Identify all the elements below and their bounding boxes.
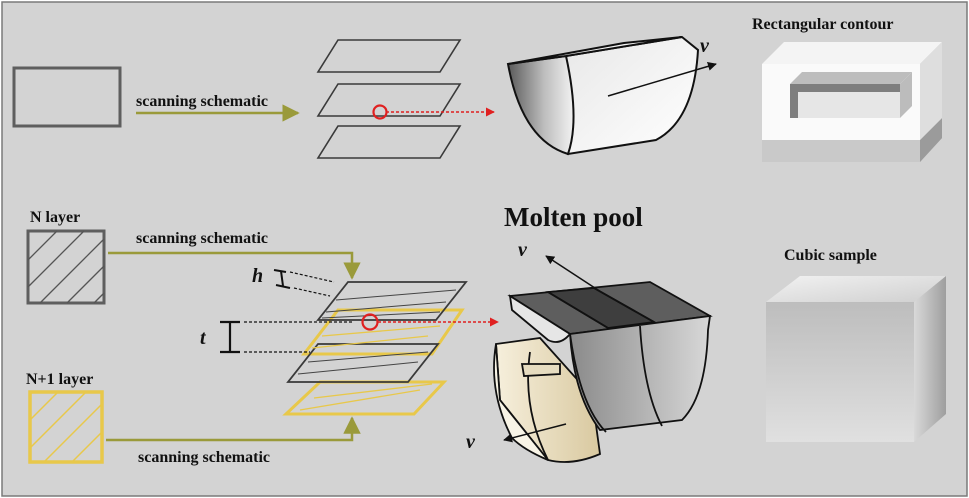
velocity-label-bottom: v (466, 431, 476, 453)
hatch-spacing-mark (273, 269, 335, 297)
cubic-sample-model (766, 276, 946, 442)
hatched-layer-stack (282, 281, 468, 416)
scan-arrow-mid (108, 251, 361, 280)
molten-pool-title: Molten pool (504, 202, 643, 232)
scan-label-bottom: scanning schematic (138, 449, 270, 466)
n1-layer-square (28, 390, 104, 464)
velocity-label-top: v (700, 35, 710, 57)
n-layer-square (26, 229, 106, 305)
velocity-label-mid: v (518, 239, 528, 261)
molten-pool-bottom (493, 281, 713, 463)
velocity-arrow-top (607, 61, 717, 97)
layer-thickness-mark (220, 320, 354, 354)
n1-layer-label: N+1 layer (26, 371, 93, 388)
molten-pool-top (506, 35, 700, 156)
layer-thickness-label: t (200, 327, 207, 349)
hatch-spacing-label: h (252, 265, 263, 287)
laser-spot-bottom (361, 313, 379, 331)
contour-layers (316, 39, 462, 159)
rect-contour-model (762, 42, 942, 162)
velocity-arrow-bottom (503, 423, 567, 443)
scan-label-top: scanning schematic (136, 93, 268, 110)
n-layer-label: N layer (30, 209, 80, 226)
scan-arrow-bottom (106, 416, 361, 442)
velocity-arrow-mid (545, 255, 599, 291)
cubic-sample-title: Cubic sample (784, 247, 877, 264)
rect-contour-title: Rectangular contour (752, 16, 893, 33)
contour-rectangle (12, 66, 122, 128)
scan-label-mid: scanning schematic (136, 230, 268, 247)
